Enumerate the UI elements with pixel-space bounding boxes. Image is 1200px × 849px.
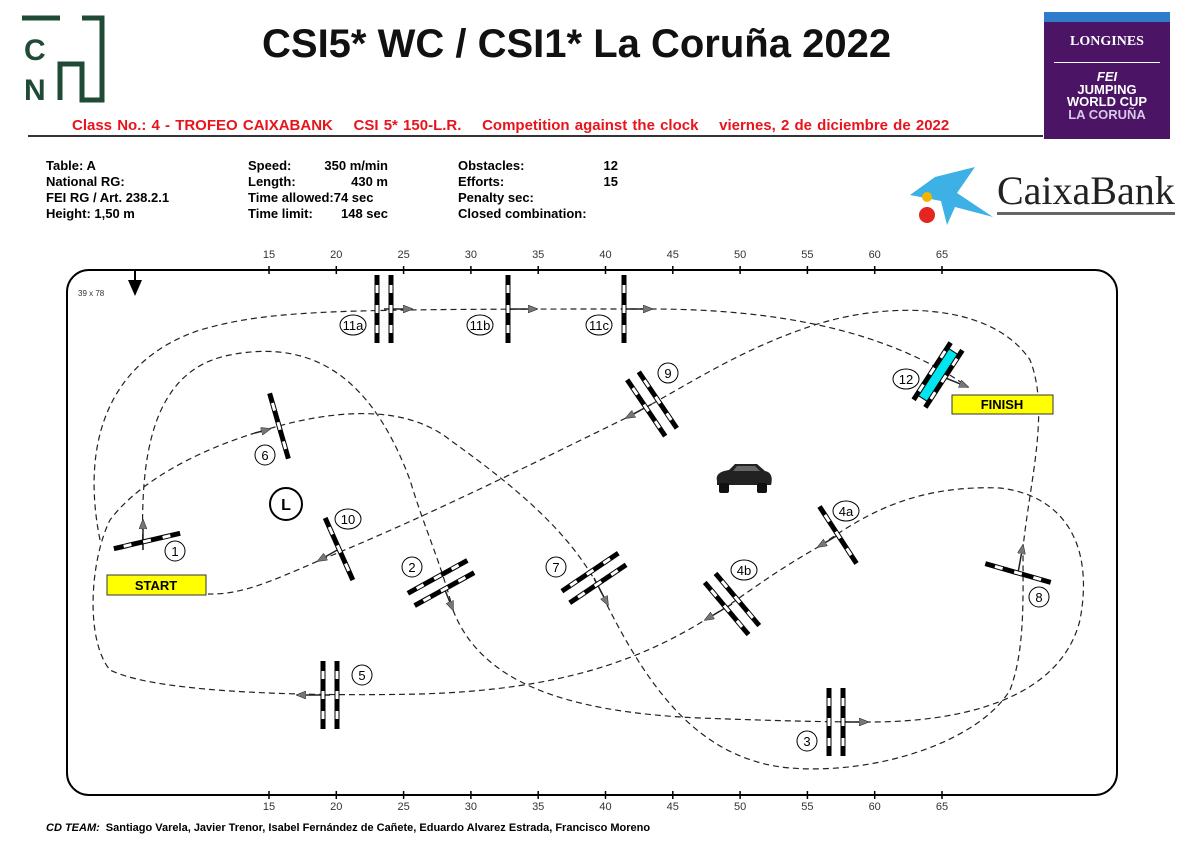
divider bbox=[28, 135, 1043, 137]
start-marker: START bbox=[106, 574, 207, 596]
direction-arrow-icon bbox=[818, 534, 839, 547]
cd-team: CD TEAM:Santiago Varela, Javier Trenor, … bbox=[46, 822, 651, 834]
ruler-label: 45 bbox=[667, 801, 679, 813]
class-subtitle: Class No.: 4 - TROFEO CAIXABANK CSI 5* 1… bbox=[72, 117, 950, 134]
ruler-label: 25 bbox=[397, 249, 409, 261]
fence-2: 2 bbox=[401, 556, 476, 608]
fence-number: 6 bbox=[261, 448, 268, 463]
fence-number: 5 bbox=[358, 668, 365, 683]
liverpool-marker: L bbox=[269, 487, 303, 521]
ruler-label: 65 bbox=[936, 801, 948, 813]
caixabank-logo: CaixaBank bbox=[997, 168, 1175, 215]
caixabank-star-icon bbox=[910, 167, 993, 225]
entrance-arrow-icon bbox=[128, 280, 142, 296]
fence-4b: 4b bbox=[702, 559, 762, 637]
svg-text:N: N bbox=[24, 74, 46, 106]
ruler-label: 25 bbox=[397, 801, 409, 813]
fence-number: 9 bbox=[664, 366, 671, 381]
direction-arrow-icon bbox=[318, 548, 340, 561]
direction-arrow-icon bbox=[1017, 545, 1023, 574]
finish-marker: FINISH bbox=[951, 394, 1054, 415]
ruler-label: 20 bbox=[330, 801, 342, 813]
fence-number: 7 bbox=[552, 560, 559, 575]
fence-number: 2 bbox=[408, 560, 415, 575]
direction-arrow-icon bbox=[444, 589, 454, 610]
fence-6: 6 bbox=[254, 392, 291, 466]
fence-number: 11b bbox=[470, 318, 491, 333]
ruler-label: 45 bbox=[667, 249, 679, 261]
svg-text:C: C bbox=[24, 34, 46, 67]
fence-number: 12 bbox=[899, 372, 913, 387]
ruler-label: 20 bbox=[330, 249, 342, 261]
cn-logo: C N bbox=[22, 15, 105, 106]
fence-11b: 11b bbox=[466, 275, 511, 343]
ruler-label: 55 bbox=[801, 801, 813, 813]
ruler-label: 35 bbox=[532, 249, 544, 261]
fence-number: 10 bbox=[341, 512, 355, 527]
ruler-label: 50 bbox=[734, 249, 746, 261]
arena-boundary bbox=[66, 269, 1118, 796]
ruler-label: 35 bbox=[532, 801, 544, 813]
ruler-label: 55 bbox=[801, 249, 813, 261]
ruler-label: 15 bbox=[263, 801, 275, 813]
fence-11c: 11c bbox=[585, 275, 627, 343]
fence-number: 3 bbox=[803, 734, 810, 749]
ruler-label: 60 bbox=[869, 249, 881, 261]
fence-number: 11c bbox=[589, 318, 609, 333]
info-col-2: Speed:350 m/min Length:430 m Time allowe… bbox=[248, 158, 388, 221]
fence-number: 4b bbox=[737, 563, 751, 578]
ruler-label: 30 bbox=[465, 801, 477, 813]
ruler-label: 40 bbox=[599, 249, 611, 261]
car-icon bbox=[716, 464, 772, 493]
fence-number: 4a bbox=[839, 504, 854, 519]
fence-4a: 4a bbox=[817, 500, 860, 565]
fence-12: 12 bbox=[892, 341, 965, 409]
longines-world-cup-logo: LONGINES FEI JUMPING WORLD CUP LA CORUÑA bbox=[1044, 12, 1170, 139]
fence-9: 9 bbox=[625, 362, 679, 438]
svg-text:FINISH: FINISH bbox=[981, 397, 1024, 412]
arena-size: 39 x 78 bbox=[78, 289, 105, 298]
fence-7: 7 bbox=[545, 551, 628, 605]
svg-text:START: START bbox=[135, 578, 177, 593]
fence-8: 8 bbox=[984, 561, 1052, 608]
ruler-label: 60 bbox=[869, 801, 881, 813]
fence-number: 8 bbox=[1035, 590, 1042, 605]
fence-1: 1 bbox=[113, 530, 186, 562]
fence-11a: 11a bbox=[339, 275, 394, 343]
ruler-label: 30 bbox=[465, 249, 477, 261]
fence-10: 10 bbox=[322, 508, 362, 582]
fence-3: 3 bbox=[796, 688, 846, 756]
direction-arrow-icon bbox=[254, 429, 270, 433]
fence-number: 11a bbox=[343, 318, 364, 333]
info-col-1: Table: A National RG: FEI RG / Art. 238.… bbox=[46, 158, 170, 221]
ruler-label: 15 bbox=[263, 249, 275, 261]
fence-number: 1 bbox=[171, 544, 178, 559]
ruler-label: 65 bbox=[936, 249, 948, 261]
ruler-label: 50 bbox=[734, 801, 746, 813]
ruler-label: 40 bbox=[599, 801, 611, 813]
info-col-3: Obstacles:12 Efforts:15 Penalty sec: Clo… bbox=[458, 158, 618, 221]
page-title: CSI5* WC / CSI1* La Coruña 2022 bbox=[262, 22, 892, 66]
svg-text:L: L bbox=[281, 497, 291, 514]
fence-5: 5 bbox=[320, 661, 373, 729]
